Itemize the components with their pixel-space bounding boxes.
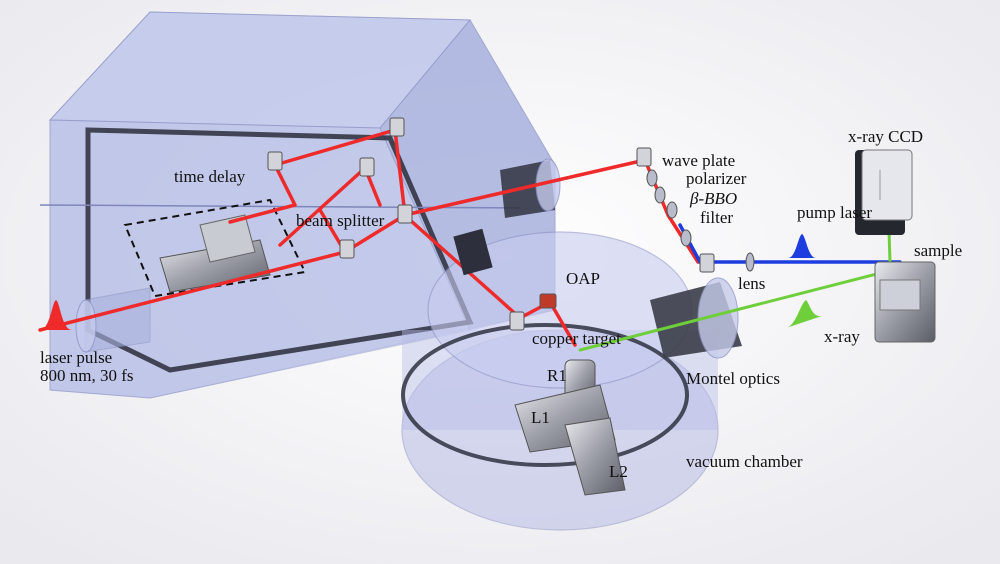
label-filter: filter bbox=[700, 208, 734, 227]
label-wave-plate: wave plate bbox=[662, 151, 736, 170]
label-pump-laser: pump laser bbox=[797, 203, 873, 222]
label-oap: OAP bbox=[566, 269, 601, 288]
label-polarizer: polarizer bbox=[686, 169, 747, 188]
label-xray-ccd: x-ray CCD bbox=[848, 127, 924, 146]
label-vacuum-chamber: vacuum chamber bbox=[686, 452, 803, 471]
mirror-icon bbox=[267, 117, 715, 331]
label-montel-optics: Montel optics bbox=[686, 369, 780, 388]
exit-port bbox=[500, 158, 561, 218]
label-bbo: β-BBO bbox=[690, 189, 738, 208]
chamber-components bbox=[514, 359, 626, 496]
label-copper-target: copper target bbox=[532, 329, 621, 348]
label-time-delay: time delay bbox=[174, 167, 246, 186]
pulse-icon bbox=[40, 300, 72, 330]
label-r1: R1 bbox=[547, 366, 567, 385]
time-delay-region bbox=[123, 198, 307, 298]
beam-block bbox=[453, 228, 493, 276]
pulse-icon bbox=[788, 234, 816, 258]
label-l1: L1 bbox=[531, 408, 550, 427]
sample-stage bbox=[874, 261, 936, 343]
label-laser-params: 800 nm, 30 fs bbox=[40, 366, 134, 385]
pulse-icon bbox=[786, 300, 822, 328]
waveplate-polarizer-bbo-elements bbox=[646, 169, 755, 272]
entrance-port bbox=[75, 287, 151, 353]
label-laser-pulse: laser pulse bbox=[40, 348, 113, 367]
label-beam-splitter: beam splitter bbox=[296, 211, 385, 230]
label-l2: L2 bbox=[609, 462, 628, 481]
label-xray: x-ray bbox=[824, 327, 860, 346]
camera-icon bbox=[855, 149, 913, 235]
label-sample: sample bbox=[914, 241, 963, 260]
label-lens: lens bbox=[738, 274, 766, 293]
